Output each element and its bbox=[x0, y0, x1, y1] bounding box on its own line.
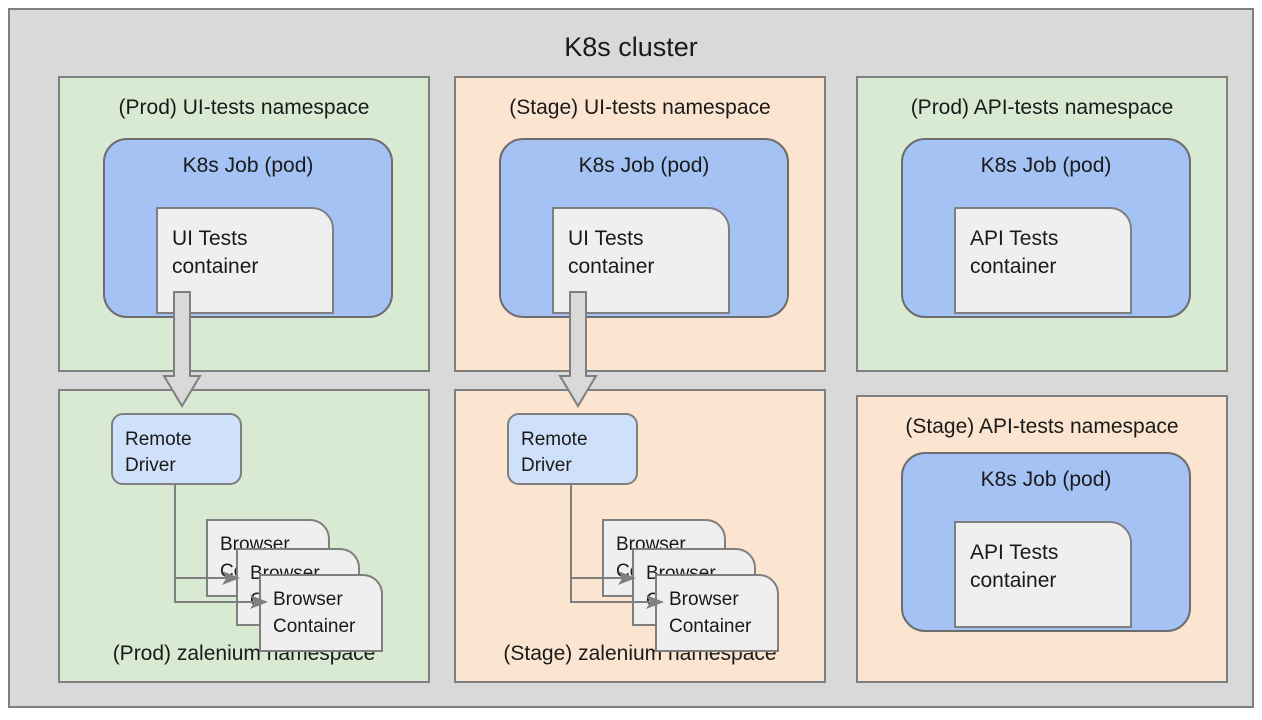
pod-prod-api-tests: K8s Job (pod) API Tests container bbox=[901, 138, 1191, 318]
remote-driver-prod: Remote Driver bbox=[111, 413, 242, 485]
namespace-prod-zalenium: (Prod) zalenium namespace Remote Driver … bbox=[58, 389, 430, 683]
namespace-title: (Prod) API-tests namespace bbox=[910, 96, 1174, 119]
browser-container-3: Browser Container bbox=[259, 574, 383, 652]
pod-stage-api-tests: K8s Job (pod) API Tests container bbox=[901, 452, 1191, 632]
container-ui-tests: UI Tests container bbox=[552, 207, 730, 314]
pod-stage-ui-tests: K8s Job (pod) UI Tests container bbox=[499, 138, 789, 318]
pod-title: K8s Job (pod) bbox=[980, 154, 1112, 177]
browser-container-label: Browser Container bbox=[273, 589, 356, 637]
namespace-title: (Stage) API-tests namespace bbox=[905, 415, 1179, 438]
namespace-title: (Stage) UI-tests namespace bbox=[509, 96, 771, 119]
container-label: API Tests container bbox=[970, 227, 1059, 278]
namespace-prod-ui-tests: (Prod) UI-tests namespace K8s Job (pod) … bbox=[58, 76, 430, 372]
page-title: K8s cluster bbox=[564, 32, 698, 62]
namespace-prod-api-tests: (Prod) API-tests namespace K8s Job (pod)… bbox=[856, 76, 1228, 372]
pod-title: K8s Job (pod) bbox=[980, 468, 1112, 491]
container-ui-tests: UI Tests container bbox=[156, 207, 334, 314]
container-label: UI Tests container bbox=[568, 227, 655, 278]
pod-prod-ui-tests: K8s Job (pod) UI Tests container bbox=[103, 138, 393, 318]
container-label: API Tests container bbox=[970, 541, 1059, 592]
browser-container-label: Browser Container bbox=[669, 589, 752, 637]
namespace-stage-api-tests: (Stage) API-tests namespace K8s Job (pod… bbox=[856, 395, 1228, 683]
remote-driver-label: Remote Driver bbox=[125, 429, 192, 476]
remote-driver-stage: Remote Driver bbox=[507, 413, 638, 485]
container-api-tests: API Tests container bbox=[954, 521, 1132, 628]
browser-container-3: Browser Container bbox=[655, 574, 779, 652]
namespace-stage-ui-tests: (Stage) UI-tests namespace K8s Job (pod)… bbox=[454, 76, 826, 372]
namespace-stage-zalenium: (Stage) zalenium namespace Remote Driver… bbox=[454, 389, 826, 683]
namespace-title: (Prod) UI-tests namespace bbox=[118, 96, 370, 119]
container-api-tests: API Tests container bbox=[954, 207, 1132, 314]
container-label: UI Tests container bbox=[172, 227, 259, 278]
pod-title: K8s Job (pod) bbox=[578, 154, 710, 177]
remote-driver-label: Remote Driver bbox=[521, 429, 588, 476]
pod-title: K8s Job (pod) bbox=[182, 154, 314, 177]
